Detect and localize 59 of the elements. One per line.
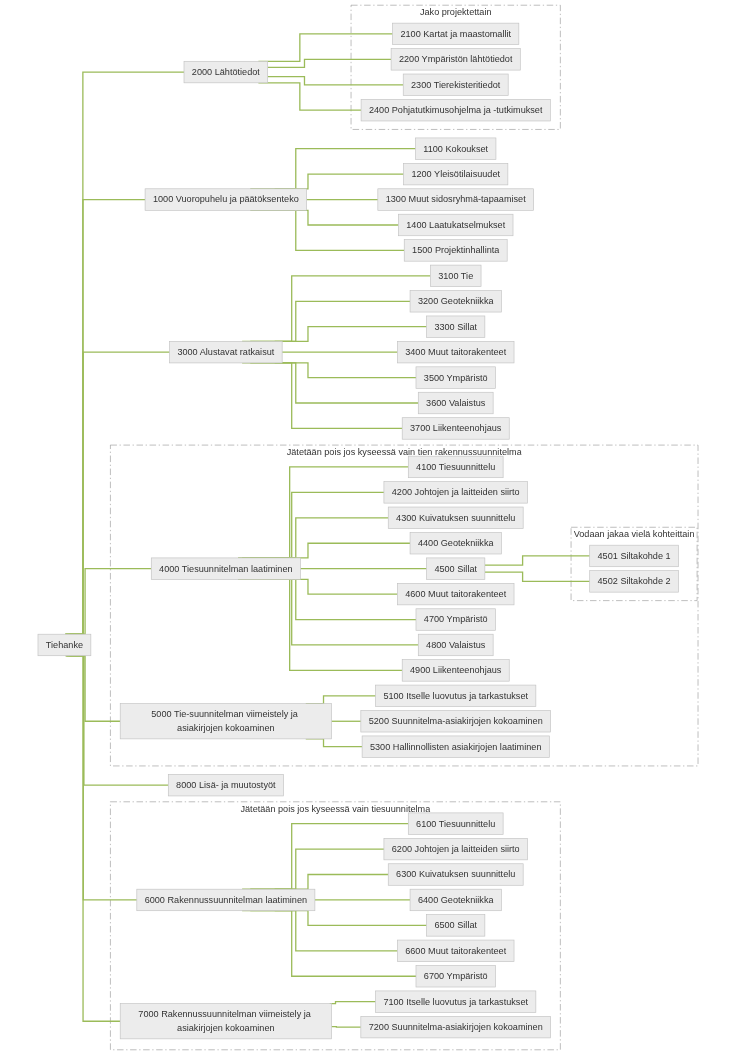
node-box: 7100 Itselle luovutus ja tarkastukset — [375, 990, 537, 1013]
node-box: Tiehanke — [37, 633, 92, 657]
node-box: 4500 Sillat — [426, 557, 486, 580]
node-box: 1300 Muut sidosryhmä-tapaamiset — [377, 188, 534, 211]
connector — [305, 198, 379, 201]
node-box: 2200 Ympäristön lähtötiedot — [390, 48, 521, 71]
node-box: 3700 Liikenteenohjaus — [401, 417, 510, 440]
node-box: 2000 Lähtötiedot — [183, 60, 268, 84]
node-box: 4100 Tiesuunnittelu — [407, 455, 504, 478]
node-box: 4800 Valaistus — [417, 633, 494, 657]
node-box: 3100 Tie — [430, 264, 482, 287]
node-box: 7000 Rakennussuunnitelman viimeistely ja asiakirjojen kokoaminen — [119, 1003, 332, 1040]
node-box: 3300 Sillat — [426, 315, 486, 338]
connector — [484, 555, 591, 566]
node-box: 6100 Tiesuunnittelu — [407, 812, 504, 835]
connector — [314, 899, 411, 901]
node-box: 5200 Suunnitelma-asiakirjojen kokoaminen — [360, 710, 551, 733]
node-box: 6200 Johtojen ja laitteiden siirto — [383, 838, 528, 861]
node-box: 5000 Tie-suunnitelman viimeistely ja asiakirjojen kokoaminen — [119, 703, 332, 740]
node-box: 2100 Kartat ja maastomallit — [392, 22, 520, 45]
node-box: 3500 Ympäristö — [415, 366, 496, 389]
node-box: 8000 Lisä- ja muutostyöt — [167, 774, 284, 797]
node-box: 6300 Kuivatuksen suunnittelu — [387, 863, 524, 886]
node-box: 1400 Laatukatselmukset — [398, 213, 514, 237]
node-box: 3600 Valaistus — [417, 391, 494, 415]
connector — [267, 76, 404, 86]
node-box: 4501 Siltakohde 1 — [589, 544, 679, 568]
node-box: 2400 Pohjatutkimusohjelma ja -tutkimukset — [360, 99, 551, 122]
node-box: 5100 Itselle luovutus ja tarkastukset — [375, 684, 537, 707]
node-box: 4300 Kuivatuksen suunnittelu — [387, 506, 524, 529]
connector — [329, 1001, 377, 1005]
node-box: 6400 Geotekniikka — [409, 888, 502, 912]
node-box: 4200 Johtojen ja laitteiden siirto — [383, 481, 528, 504]
node-box: 1100 Kokoukset — [415, 137, 497, 160]
connector — [281, 351, 399, 353]
node-box: 4700 Ympäristö — [415, 608, 496, 631]
connector — [484, 571, 591, 583]
node-box: 4502 Siltakohde 2 — [589, 570, 679, 593]
node-box: 4000 Tiesuunnitelman laatiminen — [150, 557, 301, 580]
connector — [330, 1025, 362, 1028]
node-box: 2300 Tierekisteritiedot — [402, 73, 509, 96]
node-box: 5300 Hallinnollisten asiakirjojen laatiminen — [361, 735, 550, 758]
node-box: 6000 Rakennussuunnitelman laatiminen — [136, 888, 316, 912]
node-box: 4900 Liikenteenohjaus — [401, 659, 510, 682]
node-box: 3000 Alustavat ratkaisut — [169, 341, 283, 364]
connector — [330, 720, 362, 722]
node-box: 6600 Muut taitorakenteet — [397, 939, 515, 962]
node-box: 3400 Muut taitorakenteet — [397, 341, 515, 364]
node-box: 1200 Yleisötilaisuudet — [403, 163, 509, 186]
node-box: 7200 Suunnitelma-asiakirjojen kokoaminen — [360, 1016, 551, 1039]
node-box: 6700 Ympäristö — [415, 965, 496, 988]
node-box: 4400 Geotekniikka — [409, 532, 502, 555]
connector — [299, 568, 428, 570]
node-box: 6500 Sillat — [426, 914, 486, 937]
node-box: 1500 Projektinhallinta — [403, 239, 508, 262]
connector — [267, 58, 392, 69]
node-box: 1000 Vuoropuhelu ja päätöksenteko — [144, 188, 307, 211]
node-box: 3200 Geotekniikka — [409, 290, 502, 313]
node-box: 4600 Muut taitorakenteet — [397, 583, 515, 606]
